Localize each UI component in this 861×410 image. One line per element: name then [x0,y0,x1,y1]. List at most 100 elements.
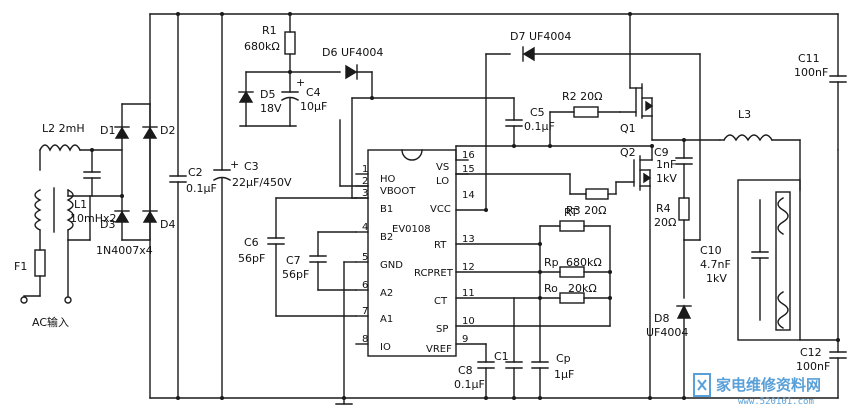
label-C6: C6 [244,236,259,249]
label-Cpv: 1μF [554,368,574,381]
pin-name-A2: A2 [380,288,393,299]
label-D5v: 18V [260,102,282,115]
label-C7v: 56pF [282,268,309,281]
pin-num-8: 8 [362,334,368,345]
label-D1-4: 1N4007x4 [96,244,153,257]
watermark-url: www.520101.com [738,397,814,407]
label-C4v: 10μF [300,100,327,113]
cap-C8 [477,361,495,399]
pin-name-RCPRET: RCPRET [414,268,454,279]
pin-num-16: 16 [462,150,475,161]
pin-num-2: 2 [362,176,368,187]
pin-name-SP: SP [436,324,448,335]
diode-D8 [676,239,692,399]
label-C11v: 100nF [794,66,828,79]
label-C1: C1 [494,350,509,363]
ic-pins-right [455,159,611,345]
cap-input [83,149,101,197]
pin-num-5: 5 [362,252,368,263]
cap-C5 [505,97,523,147]
resistor-R4 [678,197,690,241]
label-L1: L1 [74,198,87,211]
diode-D2 [142,126,158,139]
pin-name-B1: B1 [380,204,393,215]
diode-D1 [114,126,130,139]
label-C4: C4 [306,86,321,99]
pin-num-10: 10 [462,316,475,327]
watermark-logo-icon [693,373,711,397]
label-R1: R1 [262,24,277,37]
pin-name-B2: B2 [380,232,393,243]
ic-name: EV0108 [392,224,431,235]
pin-num-13: 13 [462,234,475,245]
cap-C11 [829,13,847,151]
label-R3: R3 20Ω [566,204,607,217]
label-L3: L3 [738,108,751,121]
label-C2: C2 [188,166,203,179]
label-C2v: 0.1μF [186,182,217,195]
mosfet-Q2 [615,145,653,399]
label-C6v: 56pF [238,252,265,265]
label-C9v2: 1kV [656,172,677,185]
pin-name-LO: LO [436,176,449,187]
lamp-tube [737,179,801,341]
svg-text:+: + [230,158,239,171]
pin-name-CT: CT [434,296,448,307]
inductor-L3 [719,134,801,191]
fuse-F1 [34,249,46,277]
cap-C12 [829,339,847,399]
label-D7: D7 UF4004 [510,30,571,43]
diode-D7 [485,46,701,62]
label-C12: C12 [800,346,822,359]
pin-num-1: 1 [362,164,368,175]
ic-EV0108 [367,149,457,357]
pin-num-3: 3 [362,188,368,199]
label-Q2: Q2 [620,146,636,159]
resistor-R1 [284,13,296,73]
watermark-text: 家电维修资料网 [716,376,821,394]
cap-C7 [309,255,327,291]
label-C11: C11 [798,52,820,65]
label-RT: RT [564,206,578,219]
pin-name-A1: A1 [380,314,393,325]
label-C10: C10 [700,244,722,257]
cap-C1 [505,361,523,399]
label-R2: R2 20Ω [562,90,603,103]
label-C5: C5 [530,106,545,119]
pin-name-GND: GND [380,260,403,271]
pin-num-11: 11 [462,288,475,299]
label-C5v: 0.1μF [524,120,555,133]
label-D8: D8 [654,312,669,325]
label-C3v: 22μF/450V [232,176,292,189]
label-D4: D4 [160,218,175,231]
resistor-R3 [455,173,617,200]
cap-C9 [675,139,693,199]
label-Rov: 20kΩ [568,282,597,295]
pin-num-9: 9 [462,334,468,345]
label-C7: C7 [286,254,301,267]
pin-name-IO: IO [380,342,391,353]
pin-name-RT: RT [434,240,447,251]
label-R1v: 680kΩ [244,40,280,53]
label-C12v: 100nF [796,360,830,373]
label-R4: R4 [656,202,671,215]
label-Cp: Cp [556,352,571,365]
label-C8: C8 [458,364,473,377]
resistor-Rp [539,266,611,278]
pin-name-VREF: VREF [426,344,452,355]
pin-name-HO: HO [380,174,396,185]
mosfet-Q1 [619,13,654,141]
pin-num-4: 4 [362,222,368,233]
label-L1v: 10mHx2 [70,212,117,225]
diode-D3 [114,210,130,223]
ic-pins-left [355,173,369,345]
resistor-Ro [539,292,611,304]
pin-num-15: 15 [462,164,475,175]
pin-num-12: 12 [462,262,475,273]
pin-num-6: 6 [362,280,368,291]
cap-C2 [169,13,187,399]
pin-name-VBOOT: VBOOT [380,186,416,197]
label-R4v: 20Ω [654,216,676,229]
pin-name-VS: VS [436,162,449,173]
label-Rpv: 680kΩ [566,256,602,269]
